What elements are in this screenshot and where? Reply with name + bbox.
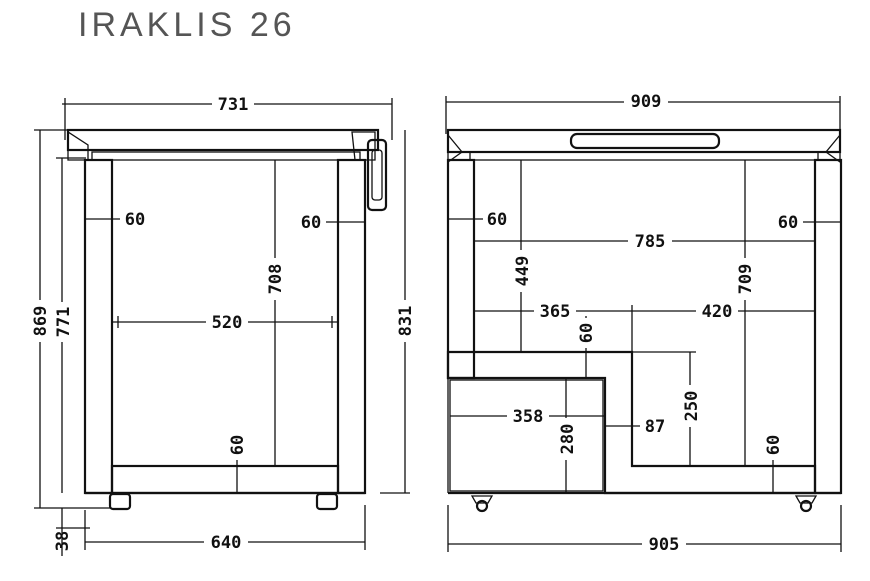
front-dim-compressor-height: 280 (555, 378, 579, 493)
front-dim-width-top: 909 (445, 91, 841, 134)
side-hinge (366, 138, 388, 212)
side-dim-width-top: 731 (62, 92, 393, 140)
front-dim-width-right: 420 (631, 301, 815, 352)
front-dim-compressor-width: 358 (450, 406, 605, 427)
side-dim-height-total: 869 (28, 129, 110, 509)
front-dim-wall-right: 60 (773, 212, 841, 233)
side-dim-height-body: 831 (380, 130, 417, 494)
side-foot-height-label: 38 (53, 531, 73, 551)
front-dim-depth-left: 449 (510, 160, 534, 352)
lid-handle (569, 132, 721, 150)
side-dim-inner-depth: 708 (262, 160, 288, 466)
front-compressor-height-label: 280 (558, 424, 578, 455)
front-dim-base-width: 905 (447, 505, 842, 555)
side-height-body-label: 831 (396, 306, 416, 337)
front-width-left-label: 365 (540, 302, 571, 322)
side-bottom-wall-label: 60 (228, 435, 248, 455)
front-depth-right-label: 709 (736, 264, 756, 295)
front-dim-step-height: 250 (632, 351, 703, 467)
front-bottom-wall-label: 60 (764, 435, 784, 455)
front-casters (470, 495, 818, 513)
side-height-inner-label: 771 (54, 307, 74, 338)
side-feet (108, 492, 339, 511)
front-dim-depth-right: 709 (734, 160, 758, 466)
side-height-total-label: 869 (31, 306, 51, 337)
front-step-wall (446, 350, 817, 495)
front-inner-width-label: 785 (635, 232, 666, 252)
front-step-offset-label: 87 (645, 417, 665, 437)
front-step-height-label: 250 (682, 391, 702, 422)
front-dim-step-offset: 87 (605, 416, 670, 437)
front-wall-left (446, 158, 476, 380)
side-dim-inner-width: 520 (112, 312, 338, 333)
front-width-top-label: 909 (631, 92, 662, 112)
front-width-right-label: 420 (702, 302, 733, 322)
front-step-wall-label: 60 (577, 323, 597, 343)
page-title: IRAKLIS 26 (78, 6, 296, 44)
side-wall-bottom (110, 464, 340, 495)
side-dim-bottom-wall: 60 (227, 430, 249, 493)
side-width-top-label: 731 (218, 95, 249, 115)
side-dim-foot-height: 38 (53, 508, 90, 556)
front-lid (446, 128, 842, 164)
front-dim-bottom-wall: 60 (763, 430, 785, 493)
side-wall-right (336, 158, 367, 495)
front-dim-width-left: 365 (474, 301, 632, 322)
front-depth-left-label: 449 (513, 256, 533, 287)
front-wall-right (813, 158, 843, 495)
front-compressor-width-label: 358 (513, 407, 544, 427)
side-view: 731 869 771 831 708 (28, 92, 417, 556)
side-inner-depth-label: 708 (266, 264, 286, 295)
side-wall-left-label: 60 (125, 210, 145, 230)
side-inner-width-label: 520 (212, 313, 243, 333)
front-wall-right-label: 60 (778, 213, 798, 233)
front-view: 909 785 60 60 449 70 (445, 91, 843, 555)
side-dim-base-width: 640 (84, 505, 366, 553)
side-dim-height-inner: 771 (52, 157, 86, 493)
front-base-width-label: 905 (649, 535, 680, 555)
side-dim-wall-left: 60 (85, 210, 150, 230)
side-lid (66, 128, 380, 161)
front-dim-step-wall: 60 (576, 316, 598, 378)
front-dim-wall-left: 60 (448, 209, 511, 230)
side-wall-right-label: 60 (301, 213, 321, 233)
front-wall-left-label: 60 (487, 210, 507, 230)
side-dim-wall-right: 60 (296, 212, 365, 233)
side-wall-left (83, 158, 114, 495)
front-dim-inner-width: 785 (474, 231, 815, 252)
compressor-compartment (449, 379, 604, 492)
side-base-width-label: 640 (211, 533, 242, 553)
